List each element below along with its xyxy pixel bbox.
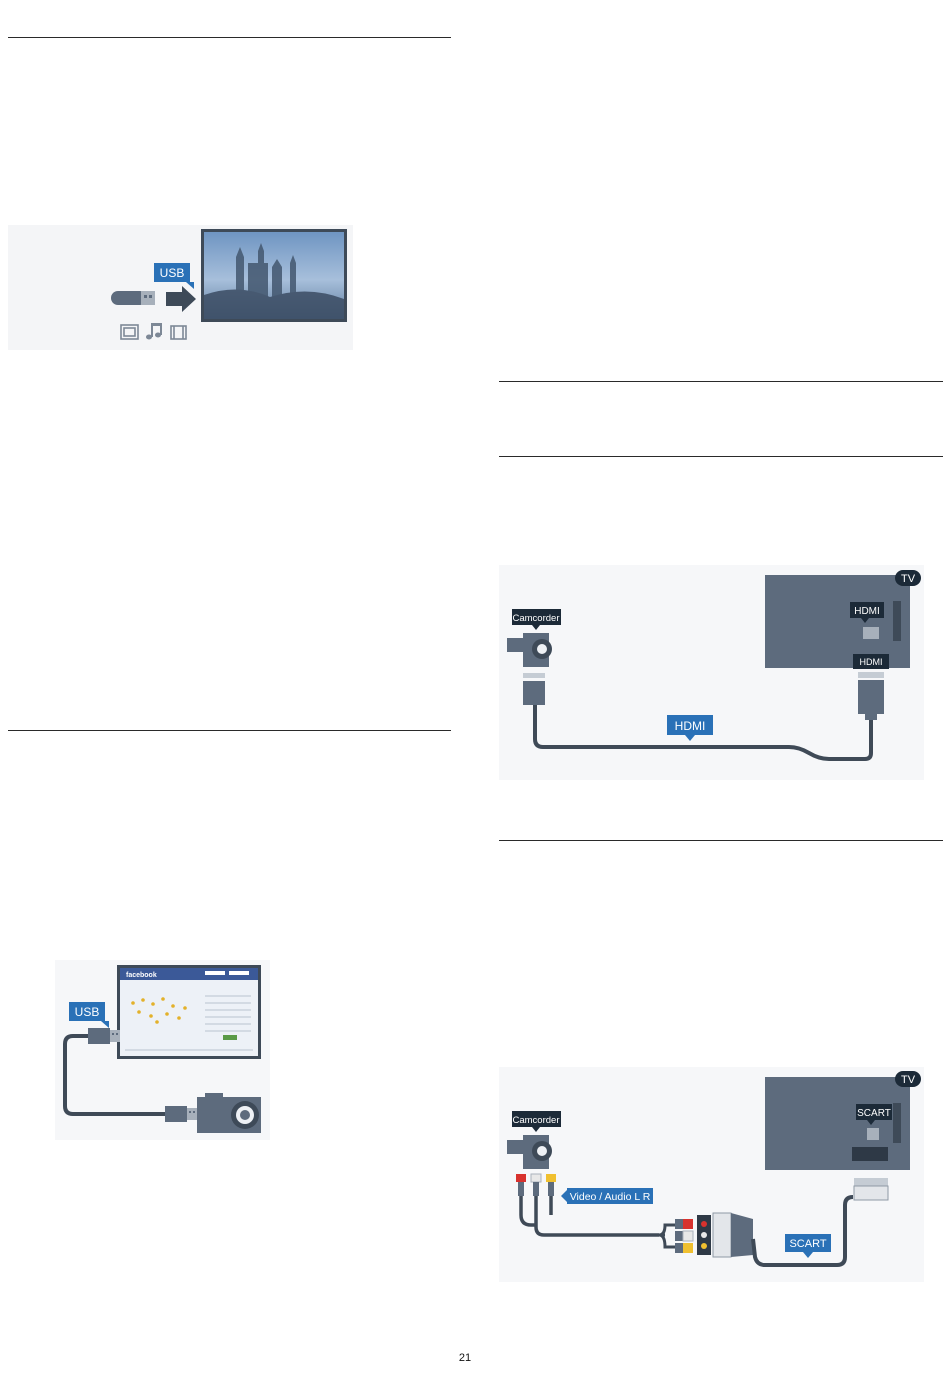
camcorder-tag: Camcorder: [512, 1111, 561, 1132]
tv-screen: [201, 229, 347, 322]
photo-icon: [120, 324, 139, 340]
browser-form-lines: [125, 995, 253, 1051]
usb-tag: USB: [69, 1002, 109, 1028]
camera-icon: [197, 1093, 261, 1133]
tv-body: [765, 1077, 910, 1170]
scart-cable-tag: SCART: [785, 1234, 831, 1258]
tv-tag-label: TV: [901, 1074, 916, 1086]
camcorder-icon: [507, 1135, 552, 1169]
cable-tag-label: HDMI: [675, 719, 706, 733]
usb-tag: USB: [154, 263, 194, 289]
usb-tag-label: USB: [75, 1005, 100, 1019]
tv-port-panel: [893, 601, 901, 641]
scart-port-large: [852, 1147, 888, 1161]
tv-port-tag-label: HDMI: [854, 606, 880, 617]
hdmi-cable: [533, 705, 873, 761]
tv-browser-screen: facebook: [117, 965, 261, 1059]
usb-plug-lower: [165, 1106, 197, 1122]
browser-map-dots: [131, 997, 187, 1024]
scart-adapter: [697, 1212, 753, 1258]
tv-tag-label: TV: [901, 573, 916, 585]
av-cable: [519, 1196, 659, 1237]
section-rule-right-2: [499, 456, 943, 457]
film-icon: [170, 325, 187, 340]
rca-plugs-camcorder: [516, 1173, 556, 1196]
rca-plugs-adapter: [675, 1219, 694, 1253]
tv-port-tag: SCART: [856, 1104, 892, 1125]
tv-port-panel: [893, 1103, 901, 1143]
plug-tag: HDMI: [853, 654, 889, 669]
plug-tag-label: HDMI: [860, 657, 883, 667]
tv-body: [765, 575, 910, 668]
usb-cable: [63, 1034, 165, 1116]
tv-port-tag: HDMI: [850, 602, 884, 623]
usb-media-illustration: USB: [8, 225, 353, 350]
hdmi-plug-tv: [858, 672, 884, 720]
av-cable-tag-label: Video / Audio L R: [570, 1191, 651, 1203]
tv-tag: TV: [895, 570, 921, 586]
camcorder-tag-label: Camcorder: [513, 613, 560, 624]
section-rule-left-1: [8, 37, 451, 38]
scart-port-small: [867, 1128, 879, 1140]
browser-brand: facebook: [126, 972, 157, 979]
av-cable-split: [658, 1223, 675, 1249]
usb-tag-label: USB: [160, 266, 185, 280]
section-rule-right-3: [499, 840, 943, 841]
scart-plug-tv: [853, 1178, 889, 1201]
scart-camcorder-illustration: TV SCART Camcorder Video /: [499, 1067, 924, 1282]
page-number: 21: [458, 1352, 472, 1364]
camcorder-tag-label: Camcorder: [513, 1115, 560, 1126]
usb-plug-upper: [88, 1028, 120, 1044]
hdmi-plug-camcorder: [523, 673, 545, 705]
scart-cable-tag-label: SCART: [789, 1238, 826, 1250]
section-rule-right-1: [499, 381, 943, 382]
hdmi-camcorder-illustration: TV HDMI HDMI Camcorder HDM: [499, 565, 924, 780]
cable-tag: HDMI: [667, 715, 713, 741]
tv-tag: TV: [895, 1071, 921, 1087]
scart-cable: [751, 1195, 854, 1267]
arrow-right-icon: [166, 286, 196, 312]
section-rule-left-2: [8, 730, 451, 731]
usb-stick-icon: [111, 291, 155, 305]
camcorder-icon: [507, 633, 552, 667]
music-note-icon: [146, 323, 162, 340]
tv-port-tag-label: SCART: [857, 1108, 891, 1119]
av-cable-tag: Video / Audio L R: [561, 1188, 653, 1204]
usb-camera-illustration: facebook USB: [55, 960, 270, 1140]
hdmi-port: [863, 627, 879, 639]
castle-image: [204, 243, 344, 319]
camcorder-tag: Camcorder: [512, 609, 561, 630]
